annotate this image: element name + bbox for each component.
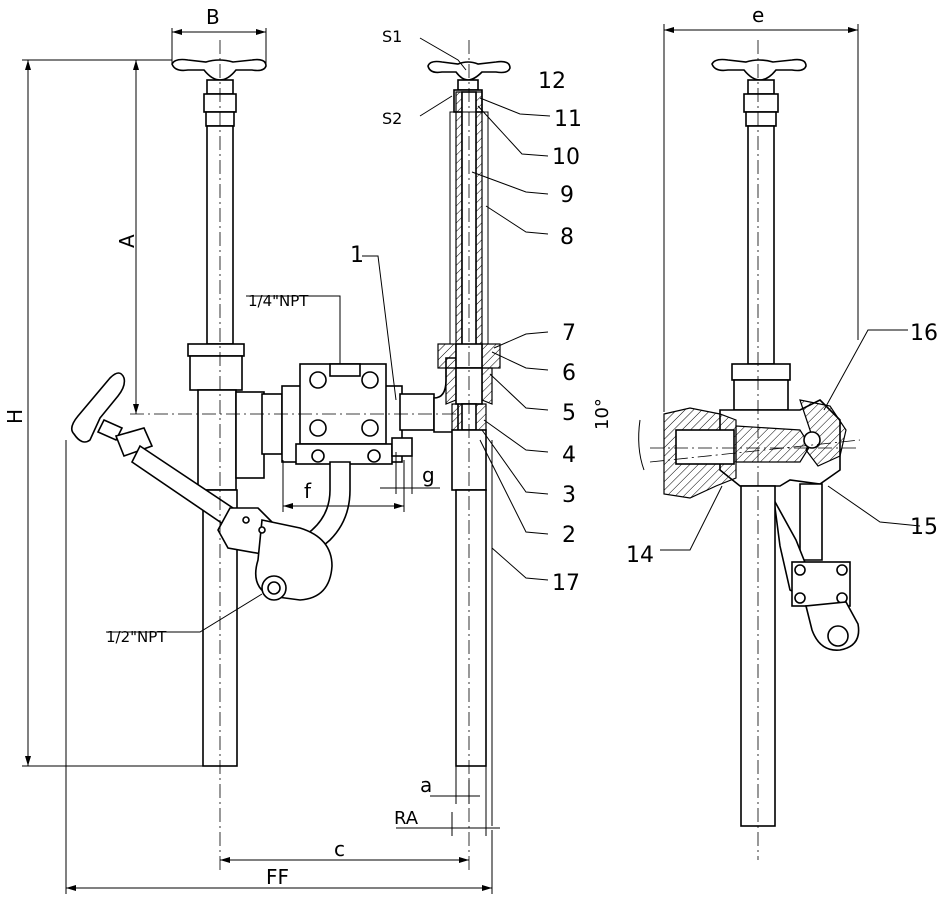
part-7: 7 xyxy=(562,321,576,346)
part-17: 17 xyxy=(552,571,580,596)
part-16: 16 xyxy=(910,321,938,346)
part-15: 15 xyxy=(910,515,938,540)
part-12: 12 xyxy=(538,69,566,94)
part-labels: 1 S1 S2 12 11 10 9 8 7 6 5 4 3 2 17 16 1… xyxy=(350,27,938,596)
dim-e: e xyxy=(752,3,764,27)
part-5: 5 xyxy=(562,401,576,426)
part-1: 1 xyxy=(350,243,364,268)
part-10: 10 xyxy=(552,145,580,170)
dim-c: c xyxy=(334,837,345,861)
part-11: 11 xyxy=(554,107,582,132)
part-8: 8 xyxy=(560,225,574,250)
part-14: 14 xyxy=(626,543,654,568)
dim-FF: FF xyxy=(266,865,289,889)
dimension-labels: B e A H c FF f g a RA 10° xyxy=(3,3,764,889)
dim-angle: 10° xyxy=(592,398,613,430)
thread-half-npt: 1/2"NPT xyxy=(106,628,167,646)
dimension-lines xyxy=(22,24,921,894)
left-view xyxy=(70,58,459,767)
right-view xyxy=(663,58,860,827)
dim-B: B xyxy=(206,5,220,29)
dim-RA: RA xyxy=(394,808,419,829)
part-s1: S1 xyxy=(382,27,402,46)
part-6: 6 xyxy=(562,361,576,386)
part-4: 4 xyxy=(562,443,576,468)
thread-quarter-npt: 1/4"NPT xyxy=(248,292,309,310)
thread-labels: 1/4"NPT 1/2"NPT xyxy=(106,292,309,646)
dim-A: A xyxy=(115,234,139,248)
dim-f: f xyxy=(304,479,312,503)
dim-g: g xyxy=(422,463,435,487)
part-3: 3 xyxy=(562,483,576,508)
part-s2: S2 xyxy=(382,109,402,128)
dim-H: H xyxy=(3,409,27,424)
dim-a: a xyxy=(420,773,432,797)
part-2: 2 xyxy=(562,523,576,548)
part-9: 9 xyxy=(560,183,574,208)
